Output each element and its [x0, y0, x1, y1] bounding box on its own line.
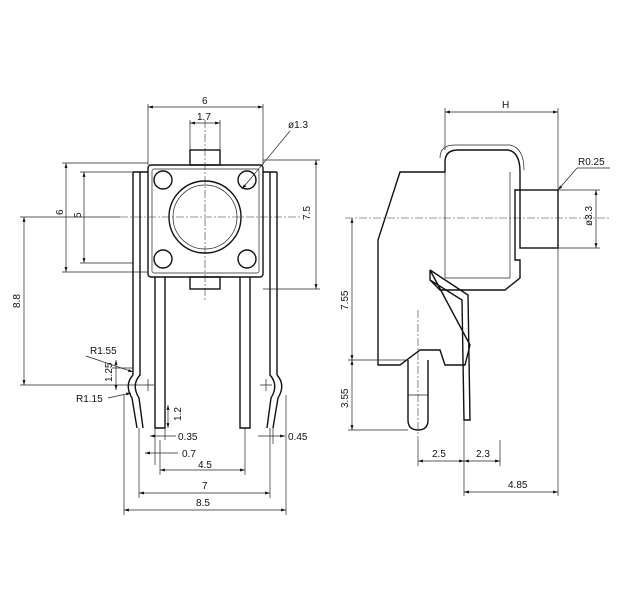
dim-inner-label: 5 [73, 212, 84, 218]
dim-corner-leader [557, 167, 578, 191]
dim-h-label: H [502, 100, 509, 111]
dim-depth-label: 4.85 [508, 480, 528, 491]
left-frame-leg [132, 171, 148, 375]
lead-outer-right [266, 285, 283, 429]
side-view: H R0.25 ø3.3 7.55 3.55 2.5 2.3 4.85 [340, 100, 610, 496]
side-lead [429, 269, 471, 421]
dim-drop-label: 8.8 [12, 294, 23, 308]
dim-total-label: 8.5 [196, 498, 210, 509]
bottom-tab [189, 276, 221, 290]
side-plunger [519, 189, 559, 249]
dim-tab-label: 1.7 [197, 112, 211, 123]
side-housing-inner [444, 172, 511, 279]
lead-outer-left [127, 285, 144, 429]
switch-body-inner [151, 168, 260, 274]
switch-body [147, 164, 264, 278]
dim-pin-a-label: 0.35 [178, 432, 198, 443]
dim-width-label: 6 [202, 96, 208, 107]
hole-top-left [153, 170, 173, 190]
dim-pin-offset-label: 2.3 [476, 449, 490, 460]
dim-tip-radius-leader [107, 392, 132, 399]
side-housing-rim [439, 144, 525, 171]
lead-mark-left [142, 379, 154, 391]
hole-bottom-left [153, 249, 173, 269]
lead-mark-right [260, 379, 272, 391]
dim-plunger-label: ø3.3 [584, 206, 595, 226]
right-frame-leg [263, 171, 278, 375]
dim-spacing-label: 4.5 [198, 460, 212, 471]
dim-thickness-label: 0.45 [288, 432, 308, 443]
dim-body-label: 7.5 [302, 206, 313, 220]
dim-pin-b-label: 0.7 [182, 449, 196, 460]
side-housing [377, 149, 521, 366]
dim-tip-radius-label: R1.15 [76, 394, 103, 405]
plunger-outer [168, 180, 242, 254]
dim-bend-radius-leader [85, 355, 134, 373]
dim-center-label: 7.55 [340, 290, 351, 310]
dim-outer-span-label: 7 [202, 481, 208, 492]
plunger-inner [172, 184, 238, 250]
lead-inner-right [239, 277, 251, 429]
dim-post-offset-label: 2.5 [432, 449, 446, 460]
lead-inner-left [154, 277, 166, 429]
dim-outer-label: 6 [55, 209, 66, 215]
dim-offset-label: 1.25 [104, 362, 115, 382]
hole-top-right [237, 170, 257, 190]
mounting-holes [153, 170, 257, 269]
dim-corner-label: R0.25 [578, 157, 605, 168]
hole-bottom-right [237, 249, 257, 269]
dim-hole-label: ø1.3 [288, 120, 308, 131]
dim-foot-label: 1.2 [173, 407, 184, 421]
dim-bend-radius-label: R1.55 [90, 346, 117, 357]
dim-post-label: 3.55 [340, 388, 351, 408]
front-view: 6 1.7 ø1.3 7.5 6 5 8.8 R1.55 1 [12, 96, 320, 515]
